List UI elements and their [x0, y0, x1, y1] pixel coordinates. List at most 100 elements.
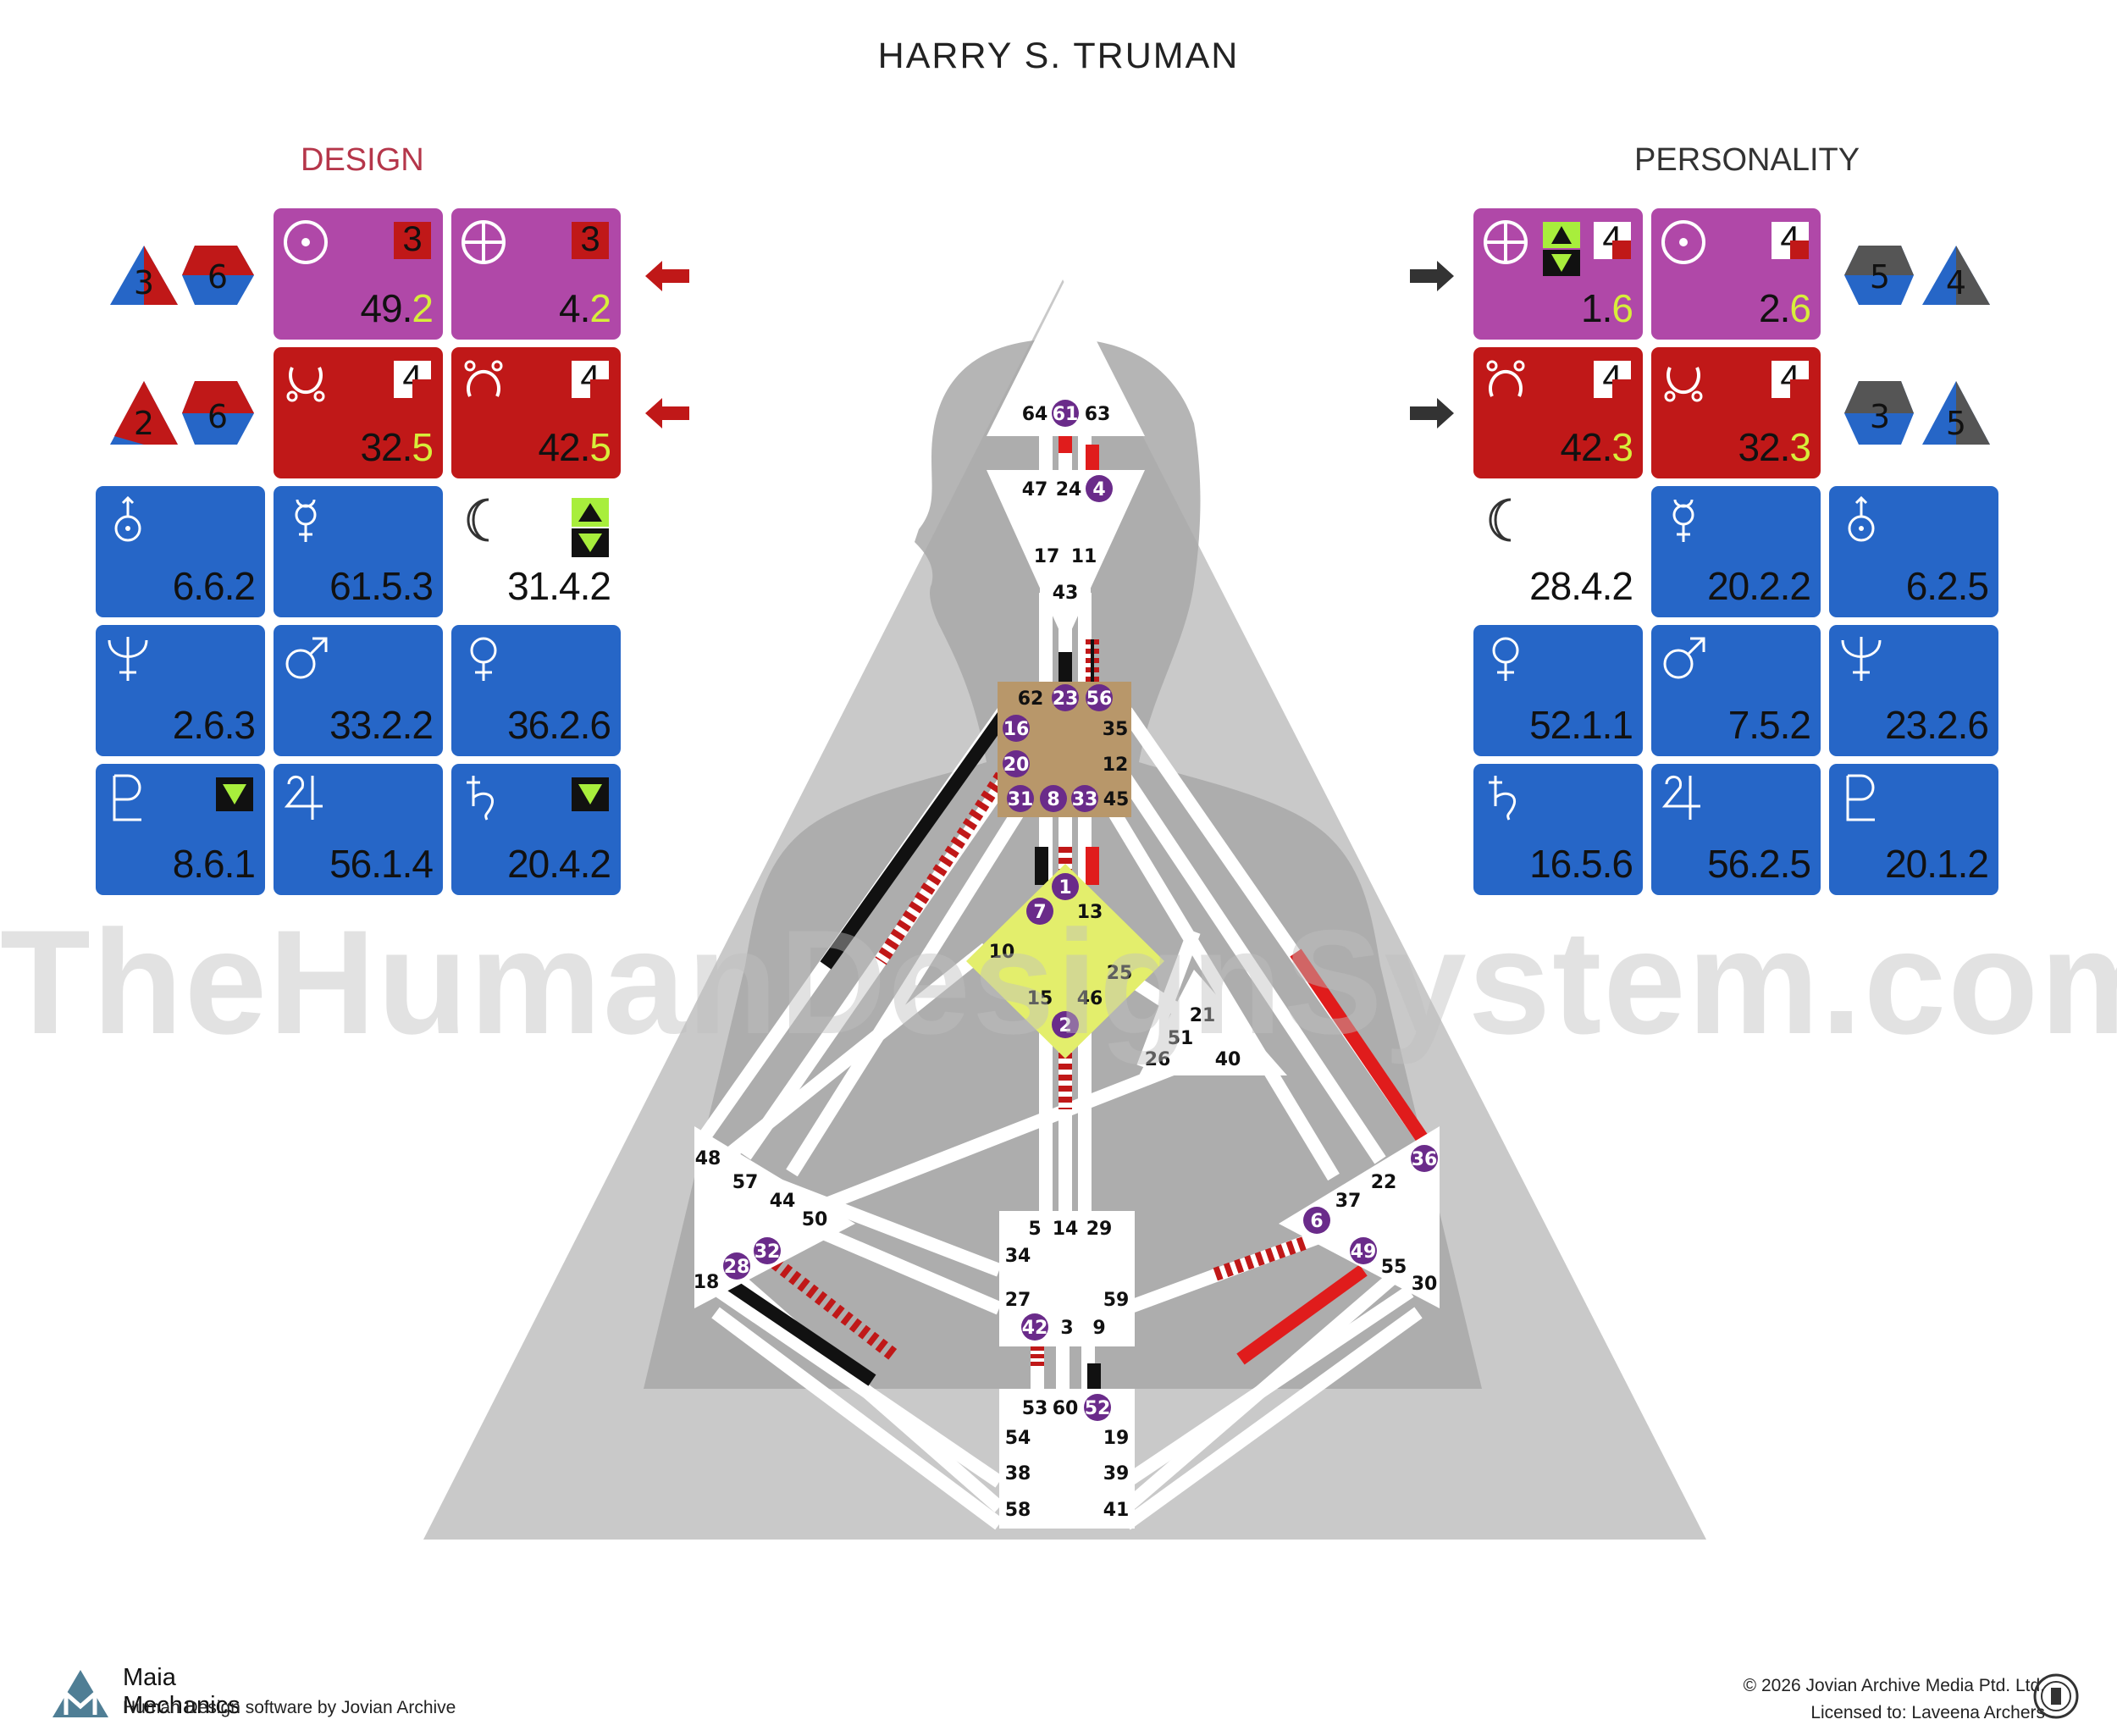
- up-down-arrows-icon: [1543, 222, 1580, 276]
- tone-box: 4: [572, 357, 609, 398]
- triangle-icon: [114, 381, 178, 445]
- design-venus-cell: 36.2.6: [451, 625, 621, 756]
- planet-value: 6.2.5: [1905, 564, 1989, 608]
- design-mercury-cell: 61.5.3: [274, 486, 443, 617]
- gate-value: 49.2: [360, 286, 434, 330]
- personality-sun-cell: 4 2.6: [1651, 208, 1821, 340]
- svg-text:4: 4: [1946, 264, 1966, 301]
- tone-box: 4: [1594, 357, 1631, 398]
- gate-value: 32.5: [360, 425, 434, 469]
- down-arrow-icon: [572, 777, 609, 811]
- gate-label: 25: [1107, 963, 1133, 984]
- gate-badge: [1411, 1145, 1438, 1172]
- south-node-icon: [286, 367, 325, 402]
- gate-label: 47: [1022, 479, 1048, 500]
- personality-moon-cell: 28.4.2: [1473, 486, 1643, 617]
- planet-value: 33.2.2: [329, 703, 434, 747]
- svg-text:3: 3: [1870, 398, 1890, 435]
- tone-box: 3: [572, 218, 609, 259]
- design-mars-cell: 33.2.2: [274, 625, 443, 756]
- design-saturn-cell: 20.4.2: [451, 764, 621, 895]
- mercury-icon: [295, 499, 317, 542]
- planet-value: 52.1.1: [1529, 703, 1633, 747]
- design-sun-cell: 3 49.2: [274, 208, 443, 340]
- tone-box: 4: [1772, 357, 1809, 398]
- moon-icon: [1489, 498, 1512, 542]
- heart-center: [1139, 970, 1287, 1075]
- gate-label: 19: [1103, 1428, 1130, 1449]
- gate-value: 4.2: [559, 286, 611, 330]
- svg-text:2: 2: [134, 405, 154, 442]
- gate-label: 53: [1022, 1398, 1048, 1419]
- personality-neptune-cell: 23.2.6: [1829, 625, 1998, 756]
- triangle-icon: [144, 246, 178, 305]
- gate-badge: [1052, 400, 1079, 427]
- gate-badge: [1040, 785, 1067, 812]
- hexagon-icon: [1844, 246, 1914, 275]
- gate-badge: [754, 1237, 781, 1264]
- gate-value: 42.3: [1560, 425, 1633, 469]
- gate-label: 56: [1086, 688, 1113, 710]
- earth-icon: [1484, 220, 1528, 264]
- neptune-icon: [1841, 637, 1882, 681]
- mercury-icon: [1672, 499, 1694, 542]
- planet-value: 56.2.5: [1707, 842, 1811, 886]
- gate-label: 12: [1103, 755, 1129, 776]
- gate-label: 7: [1033, 902, 1046, 923]
- planet-value: 23.2.6: [1885, 703, 1989, 747]
- design-variables: 3 6 2 6: [110, 246, 254, 445]
- gate-label: 32: [754, 1241, 781, 1263]
- svg-text:5: 5: [1870, 258, 1890, 296]
- gate-label: 45: [1103, 789, 1130, 810]
- gate-label: 62: [1018, 688, 1044, 710]
- planet-value: 31.4.2: [507, 564, 611, 608]
- gate-label: 4: [1092, 479, 1105, 500]
- tone-box: 4: [1772, 218, 1809, 259]
- gate-value: 32.3: [1738, 425, 1811, 469]
- gate-badge: [1084, 1394, 1111, 1421]
- gate-label: 3: [1060, 1318, 1073, 1339]
- gate-value: 42.5: [538, 425, 611, 469]
- north-node-icon: [464, 360, 503, 397]
- gate-label: 58: [1005, 1500, 1031, 1521]
- mars-icon: [285, 637, 328, 679]
- design-pluto-cell: 8.6.1: [96, 764, 265, 895]
- sun-icon: [1661, 220, 1705, 264]
- svg-text:3: 3: [134, 264, 154, 301]
- gate-label: 11: [1071, 546, 1097, 567]
- gate-label: 2: [1058, 1015, 1071, 1037]
- gate-badge: [1052, 684, 1079, 711]
- head-center: [987, 279, 1145, 436]
- svg-text:6: 6: [207, 398, 228, 435]
- personality-mercury-cell: 20.2.2: [1651, 486, 1821, 617]
- gate-label: 41: [1103, 1500, 1130, 1521]
- design-label: DESIGN: [301, 142, 424, 178]
- jupiter-icon: [284, 776, 323, 820]
- planet-value: 2.6.3: [172, 703, 256, 747]
- brand-subtitle: Human Design software by Jovian Archive: [123, 1698, 456, 1717]
- gate-label: 33: [1072, 789, 1098, 810]
- maia-logo-icon: [53, 1670, 108, 1717]
- planet-value: 20.4.2: [507, 842, 611, 886]
- personality-arrow-icon: [1410, 398, 1454, 428]
- gate-label: 59: [1103, 1290, 1130, 1311]
- gate-label: 63: [1085, 404, 1111, 425]
- triangle-icon: [1956, 246, 1990, 305]
- planet-value: 36.2.6: [507, 703, 611, 747]
- pluto-icon: [113, 774, 141, 821]
- personality-north-node-cell: 4 42.3: [1473, 347, 1643, 478]
- gate-label: 38: [1005, 1463, 1031, 1484]
- gate-label: 43: [1053, 583, 1079, 604]
- ajna-lower: [1040, 542, 1091, 610]
- personality-label: PERSONALITY: [1634, 142, 1860, 178]
- design-uranus-cell: 6.6.2: [96, 486, 265, 617]
- design-arrow-icon: [645, 398, 689, 428]
- gate-label: 46: [1077, 988, 1103, 1009]
- gate-label: 39: [1103, 1463, 1130, 1484]
- g-center: [966, 864, 1164, 1059]
- planet-value: 7.5.2: [1727, 703, 1811, 747]
- design-moon-cell: 31.4.2: [451, 486, 621, 617]
- gate-badge: [1071, 785, 1098, 812]
- gate-label: 21: [1190, 1005, 1216, 1026]
- tone-box: 4: [394, 357, 431, 398]
